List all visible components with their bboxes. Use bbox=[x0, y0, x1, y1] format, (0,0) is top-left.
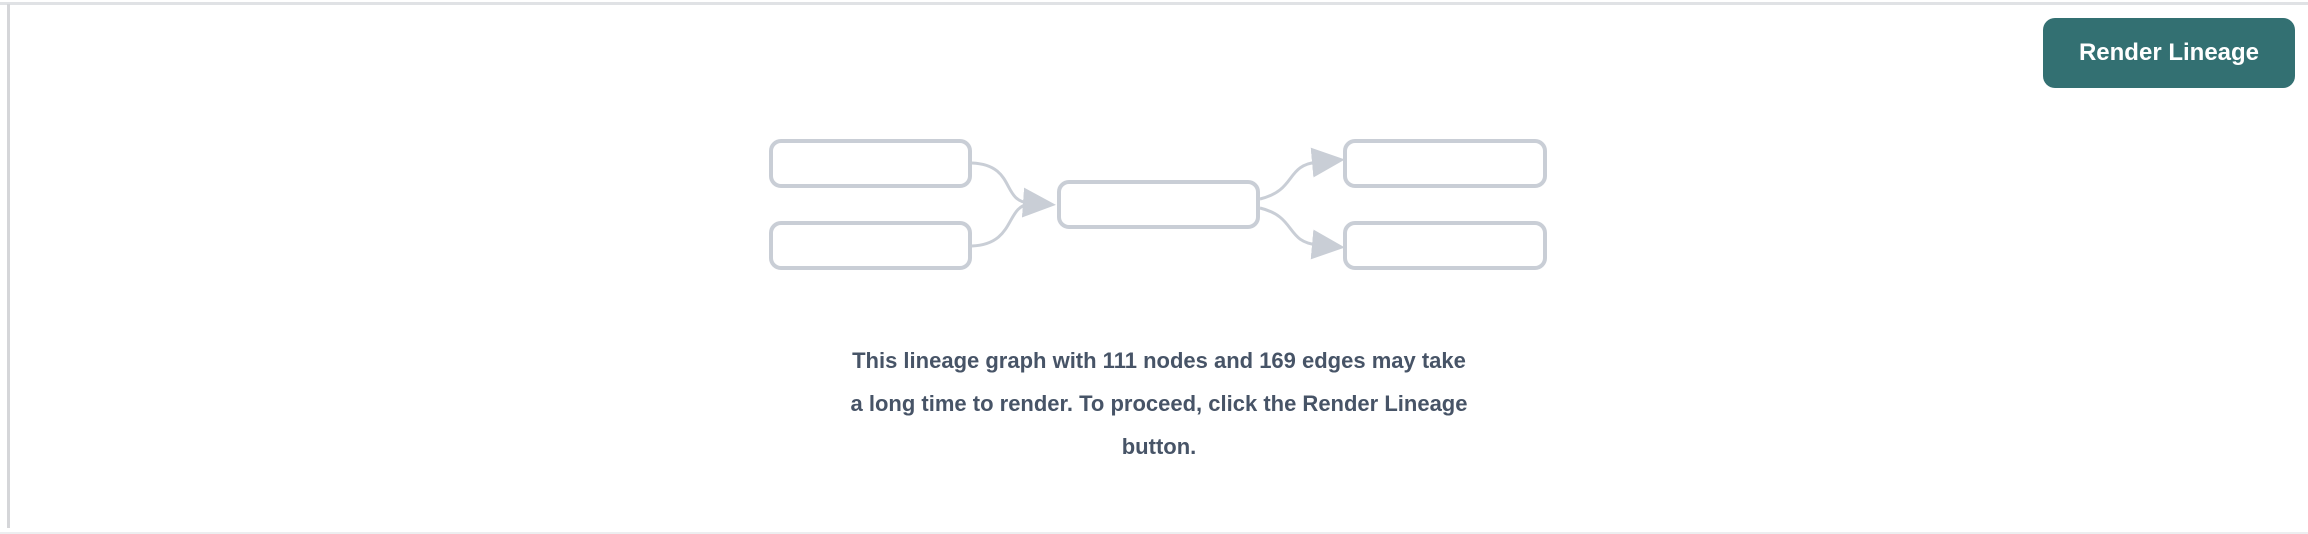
message-line-3: button. bbox=[1121, 434, 1197, 459]
message-line-1: This lineage graph with 111 nodes and 16… bbox=[852, 348, 1466, 373]
node-downstream-top bbox=[1343, 139, 1547, 188]
panel-left-border bbox=[7, 4, 10, 528]
edge-downstream-top bbox=[1259, 147, 1345, 201]
lineage-nodes bbox=[769, 139, 1547, 270]
lineage-warning-message: This lineage graph with 111 nodes and 16… bbox=[851, 339, 1468, 468]
lineage-edges bbox=[971, 147, 1345, 260]
node-upstream-bottom bbox=[769, 221, 972, 270]
panel-top-border bbox=[0, 2, 2308, 5]
lineage-empty-state: This lineage graph with 111 nodes and 16… bbox=[10, 5, 2308, 532]
node-downstream-bottom bbox=[1343, 221, 1547, 270]
node-upstream-top bbox=[769, 139, 972, 188]
edge-upstream-top bbox=[971, 161, 1056, 218]
render-lineage-button[interactable]: Render Lineage bbox=[2043, 18, 2295, 88]
edge-upstream-bottom bbox=[971, 202, 1031, 248]
node-center bbox=[1057, 180, 1260, 229]
edge-downstream-bottom bbox=[1259, 206, 1345, 260]
panel-bottom-border bbox=[0, 532, 2308, 534]
message-line-2: a long time to render. To proceed, click… bbox=[850, 391, 1468, 416]
lineage-placeholder-graphic bbox=[769, 139, 1547, 270]
